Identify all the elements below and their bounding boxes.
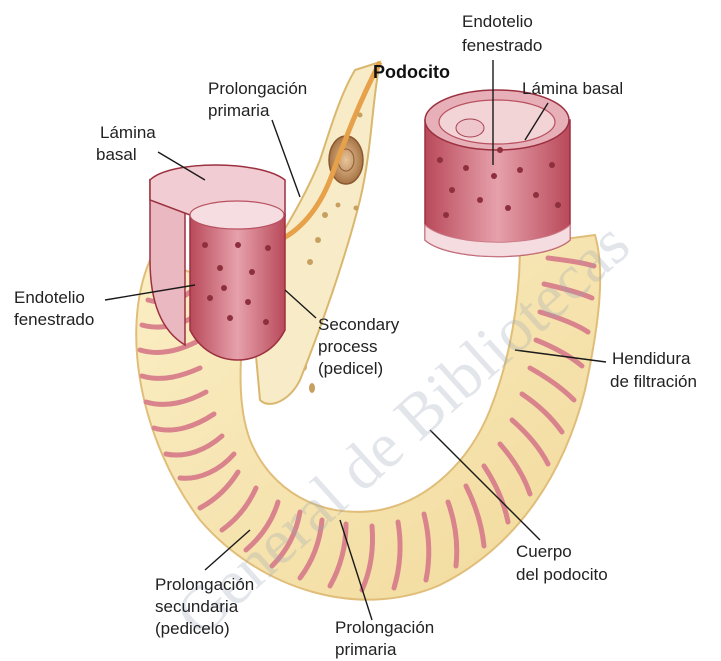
label-cuerpo-line1: Cuerpo xyxy=(516,542,572,561)
label-hendidura-line2: de filtración xyxy=(610,372,697,391)
label-primaria-top-line2: primaria xyxy=(208,101,270,120)
label-lamina-right: Lámina basal xyxy=(522,79,623,98)
label-primaria-bottom-line2: primaria xyxy=(335,640,397,659)
label-lamina-left-line2: basal xyxy=(96,145,137,164)
label-endotelio-top-line2: fenestrado xyxy=(462,36,542,55)
label-hendidura-line1: Hendidura xyxy=(612,349,691,368)
label-endotelio-left-line2: fenestrado xyxy=(14,310,94,329)
label-podocito: Podocito xyxy=(373,62,450,82)
label-endotelio-left-line1: Endotelio xyxy=(14,288,85,307)
label-secondary-line1: Secondary xyxy=(318,315,400,334)
label-secondary-line2: process xyxy=(318,337,378,356)
label-secundaria-line3: (pedicelo) xyxy=(155,619,230,638)
label-lamina-left-line1: Lámina xyxy=(100,123,156,142)
label-secundaria-line2: secundaria xyxy=(155,597,239,616)
label-secundaria-line1: Prolongación xyxy=(155,575,254,594)
label-primaria-bottom-line1: Prolongación xyxy=(335,618,434,637)
label-endotelio-top-line1: Endotelio xyxy=(462,12,533,31)
label-primaria-top-line1: Prolongación xyxy=(208,79,307,98)
capillary-right xyxy=(425,90,570,257)
label-secondary-line3: (pedicel) xyxy=(318,359,383,378)
capillary-left xyxy=(150,165,285,360)
capillary-left-opening xyxy=(190,201,284,229)
label-cuerpo-line2: del podocito xyxy=(516,565,608,584)
